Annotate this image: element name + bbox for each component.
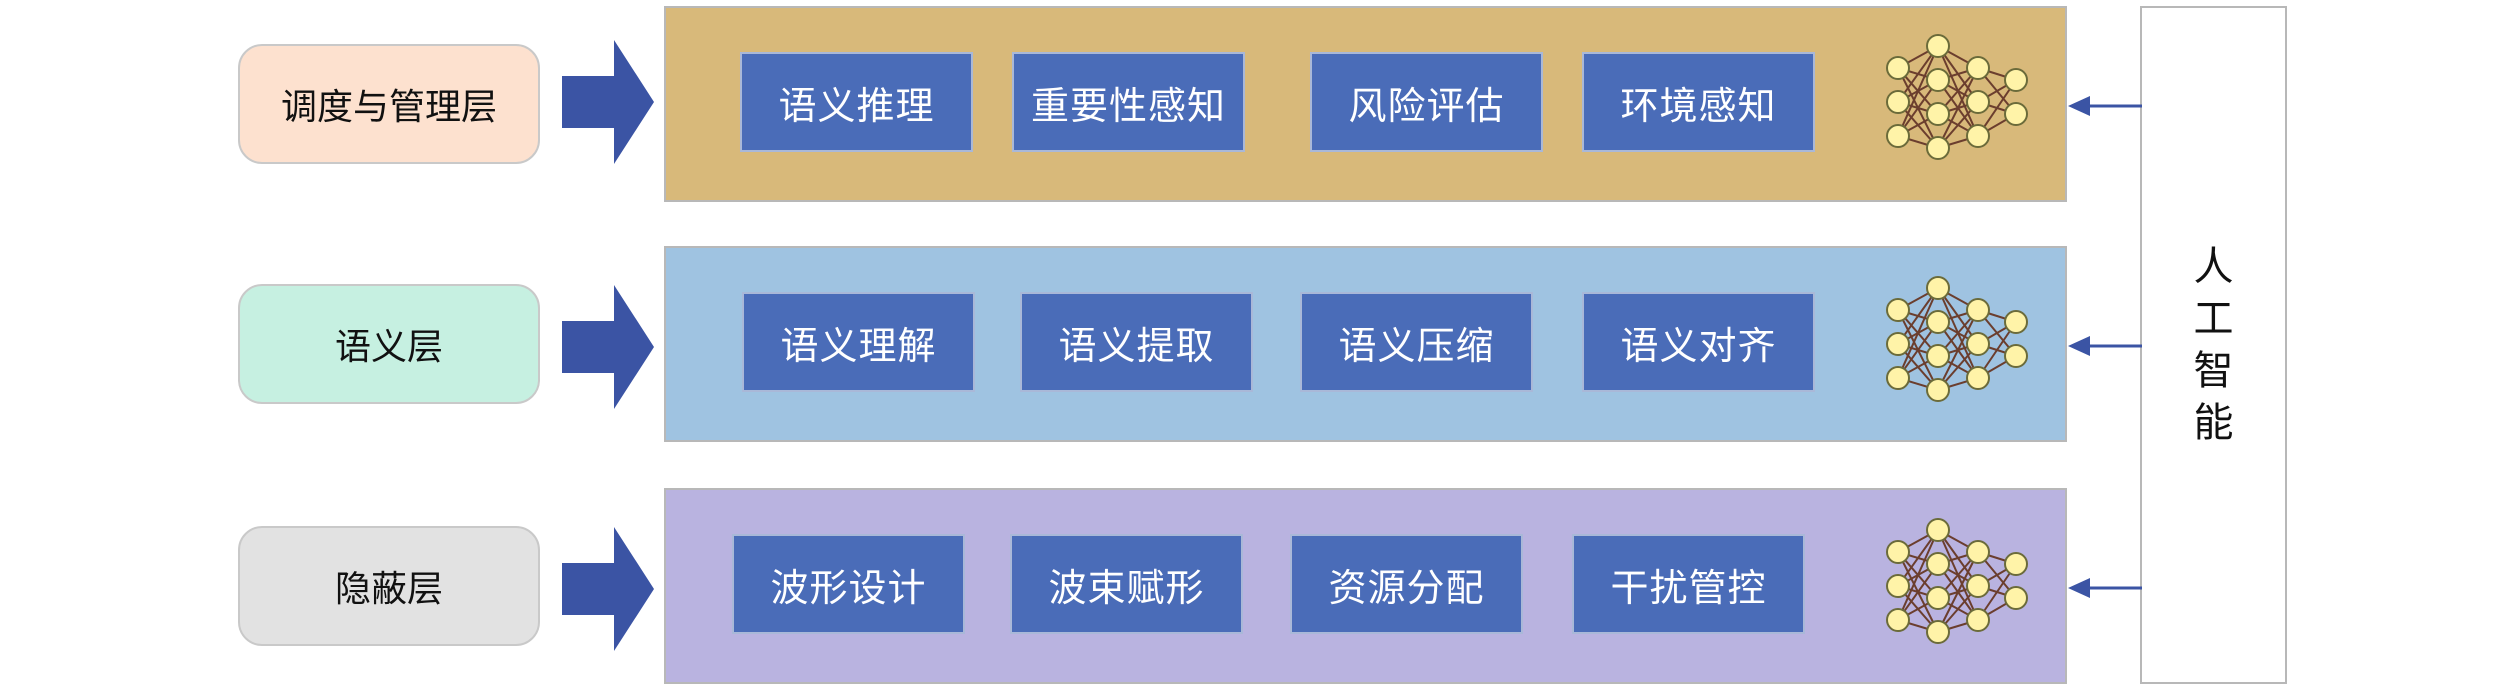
layer-band-covert: 波形设计 波束赋形 资源分配 干扰管控 (664, 488, 2067, 684)
nn-node (2004, 344, 2028, 368)
nn-node (1966, 574, 1990, 598)
nn-node (1926, 586, 1950, 610)
nn-node (1926, 378, 1950, 402)
function-box: 波形设计 (732, 534, 965, 634)
function-box: 语义推理 (740, 52, 973, 152)
function-box: 语义提取 (1020, 292, 1253, 392)
nn-edge (1897, 287, 1939, 379)
nn-node (1886, 90, 1910, 114)
function-box: 环境感知 (1582, 52, 1815, 152)
nn-node (1886, 574, 1910, 598)
left-arrow-icon (2068, 96, 2142, 116)
nn-node (1926, 620, 1950, 644)
function-box: 语义压缩 (1300, 292, 1533, 392)
nn-node (1966, 56, 1990, 80)
nn-node (1926, 68, 1950, 92)
nn-node (1886, 366, 1910, 390)
nn-node (1966, 298, 1990, 322)
layer-label-covert: 隐蔽层 (238, 526, 540, 646)
nn-node (1886, 332, 1910, 356)
nn-node (1886, 608, 1910, 632)
function-box: 风险评估 (1310, 52, 1543, 152)
nn-node (1926, 34, 1950, 58)
nn-node (1926, 552, 1950, 576)
ai-label: 人工智能 (2193, 244, 2234, 446)
right-arrow-icon (562, 527, 654, 651)
nn-node (1926, 518, 1950, 542)
nn-node (1966, 90, 1990, 114)
nn-node (1966, 608, 1990, 632)
nn-node (2004, 310, 2028, 334)
nn-node (2004, 586, 2028, 610)
nn-edge (1937, 551, 1979, 633)
left-arrow-icon (2068, 336, 2142, 356)
right-arrow-icon (562, 40, 654, 164)
function-box: 重要性感知 (1012, 52, 1245, 152)
nn-node (1886, 56, 1910, 80)
layer-band-semantic: 语义理解 语义提取 语义压缩 语义对齐 (664, 246, 2067, 442)
left-arrow-icon (2068, 578, 2142, 598)
nn-node (2004, 102, 2028, 126)
function-box: 波束赋形 (1010, 534, 1243, 634)
nn-node (1926, 136, 1950, 160)
nn-node (1966, 540, 1990, 564)
nn-edge (1937, 67, 1979, 149)
nn-node (1886, 540, 1910, 564)
nn-node (1886, 298, 1910, 322)
nn-node (1966, 366, 1990, 390)
nn-edge (1937, 309, 1979, 391)
layer-label-semantic: 语义层 (238, 284, 540, 404)
function-box: 资源分配 (1290, 534, 1523, 634)
right-arrow-icon (562, 285, 654, 409)
nn-edge (1897, 45, 1939, 137)
nn-node (1926, 276, 1950, 300)
nn-edge (1897, 529, 1939, 621)
layer-label-management: 调度与管理层 (238, 44, 540, 164)
neural-network-icon (1886, 276, 2028, 402)
ai-box: 人工智能 (2140, 6, 2287, 684)
function-box: 语义理解 (742, 292, 975, 392)
neural-network-icon (1886, 34, 2028, 160)
nn-node (2004, 68, 2028, 92)
nn-node (1926, 344, 1950, 368)
neural-network-icon (1886, 518, 2028, 644)
function-box: 干扰管控 (1572, 534, 1805, 634)
nn-node (2004, 552, 2028, 576)
layer-band-management: 语义推理 重要性感知 风险评估 环境感知 (664, 6, 2067, 202)
nn-node (1966, 124, 1990, 148)
nn-node (1926, 102, 1950, 126)
function-box: 语义对齐 (1582, 292, 1815, 392)
nn-node (1926, 310, 1950, 334)
nn-node (1886, 124, 1910, 148)
nn-node (1966, 332, 1990, 356)
